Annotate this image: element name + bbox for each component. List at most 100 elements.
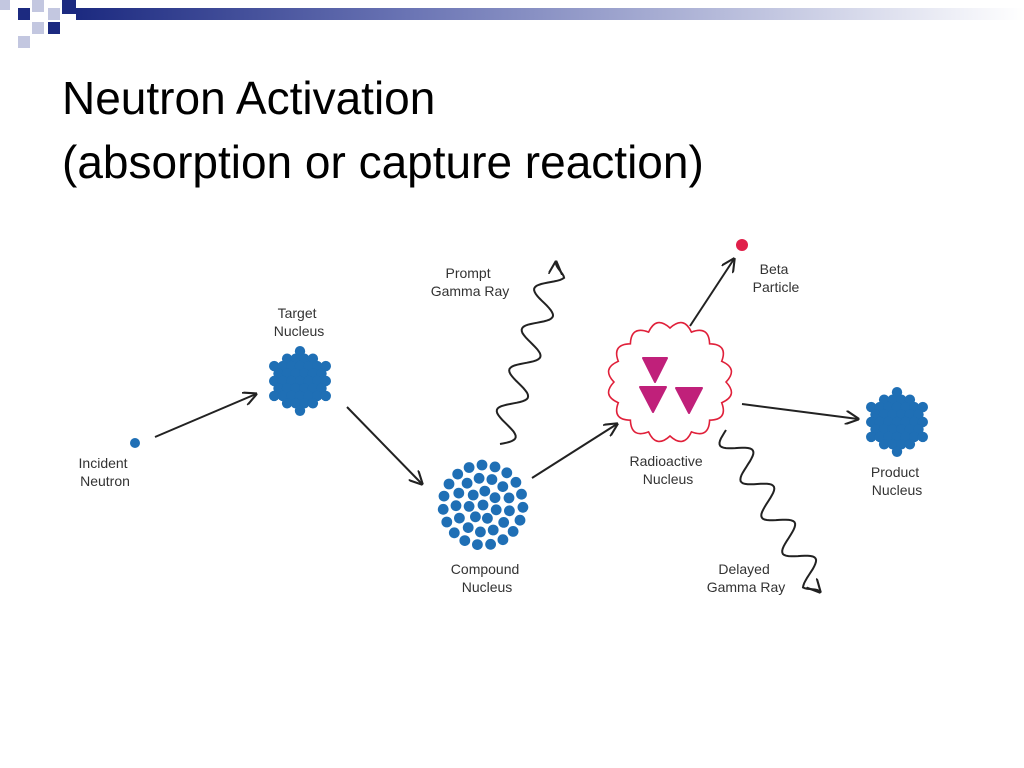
nucleon: [516, 488, 527, 500]
nucleon: [497, 481, 509, 492]
product-nucleus-cluster: [866, 387, 928, 457]
title-bar-square: [48, 22, 60, 34]
nucleon: [904, 439, 916, 450]
nucleon: [507, 526, 519, 537]
nucleon: [281, 398, 293, 409]
radioactive-nucleus-label-line: Radioactive: [629, 453, 702, 469]
incident-neutron-label: Incident Neutron: [79, 455, 132, 489]
nucleon: [878, 439, 890, 450]
nucleon: [503, 492, 515, 504]
target-nucleus-cluster: [269, 346, 331, 416]
title-bar-square: [32, 0, 44, 12]
arrow-radioactive-to-product: [741, 403, 858, 419]
prompt-gamma-ray-label-line: Gamma Ray: [431, 283, 510, 299]
nucleon: [463, 462, 475, 473]
nucleon: [510, 476, 522, 488]
delayed-gamma-ray-label-line: Gamma Ray: [707, 579, 786, 595]
radioactive-nucleus-label-line: Nucleus: [643, 471, 694, 487]
target-nucleus-label: Target Nucleus: [274, 305, 325, 339]
nucleon: [477, 499, 489, 511]
title-bar-square: [0, 0, 10, 10]
nucleon: [472, 539, 483, 550]
nucleon: [517, 501, 529, 513]
beta-particle-label: Beta Particle: [753, 261, 800, 295]
nucleon: [463, 501, 475, 512]
nucleon: [461, 477, 473, 489]
product-nucleus-label-line: Product: [871, 464, 919, 480]
prompt-gamma-ray-label-line: Prompt: [445, 265, 490, 281]
product-nucleus-label: Product Nucleus: [871, 464, 923, 498]
nucleon: [307, 398, 319, 409]
nucleon: [490, 504, 502, 516]
nucleon: [467, 489, 479, 501]
radiation-symbol-blade: [642, 357, 668, 383]
nucleon: [476, 459, 488, 471]
nucleon: [473, 472, 485, 484]
incident-neutron-particle: [130, 438, 140, 448]
compound-nucleus-label-line: Compound: [451, 561, 520, 577]
title-bar-decoration: [0, 0, 1024, 48]
nucleon: [438, 490, 450, 502]
nucleon: [489, 461, 501, 473]
nucleon: [891, 446, 903, 457]
incident-neutron-label-line: Incident: [79, 455, 128, 471]
delayed-gamma-ray-wave: [718, 429, 821, 592]
nucleon: [269, 390, 280, 402]
delayed-gamma-ray-label: Delayed Gamma Ray: [707, 561, 786, 595]
title-bar-gradient: [76, 8, 1024, 20]
arrow-compound-to-radioactive: [531, 424, 617, 479]
nucleon: [498, 517, 510, 528]
nucleon: [462, 522, 474, 533]
radiation-symbol-blade: [639, 386, 667, 413]
arrow-radioactive-to-beta: [689, 259, 734, 327]
nucleon: [514, 514, 526, 526]
incident-neutron-label-line: Neutron: [80, 473, 130, 489]
prompt-gamma-ray-label: Prompt Gamma Ray: [431, 265, 510, 299]
nucleon: [453, 487, 465, 499]
nucleon: [452, 468, 464, 480]
nucleon: [443, 478, 455, 490]
radioactive-nucleus-outline: [607, 321, 733, 443]
radioactive-nucleus-label: Radioactive Nucleus: [629, 453, 706, 487]
nucleon: [448, 527, 460, 539]
slide-title-line-2: (absorption or capture reaction): [62, 136, 704, 188]
nucleon: [459, 535, 471, 546]
delayed-gamma-ray-label-line: Delayed: [718, 561, 769, 577]
beta-particle-label-line: Particle: [753, 279, 800, 295]
nucleon: [441, 516, 453, 528]
target-nucleus-label-line: Target: [278, 305, 317, 321]
nucleon: [489, 492, 501, 504]
nucleon: [479, 485, 491, 497]
title-bar-square: [48, 8, 60, 20]
title-bar-square: [18, 36, 30, 48]
prompt-gamma-ray-wave: [495, 262, 566, 445]
nucleon: [450, 500, 462, 512]
nucleon: [866, 431, 877, 443]
nucleon: [501, 467, 513, 479]
beta-particle-label-line: Beta: [760, 261, 789, 277]
compound-nucleus-cluster: [437, 459, 529, 550]
nucleon: [486, 474, 498, 485]
slide-title-line-1: Neutron Activation: [62, 72, 436, 124]
nucleon: [454, 512, 465, 524]
nucleon: [475, 526, 486, 538]
nucleon: [470, 511, 481, 523]
nucleon: [437, 503, 449, 515]
beta-particle-dot: [736, 239, 748, 251]
title-bar-square: [18, 8, 30, 20]
nucleon: [487, 524, 499, 536]
nucleon: [320, 390, 331, 402]
title-bar-square: [32, 22, 44, 34]
radiation-symbol-blade: [675, 387, 703, 414]
compound-nucleus-label-line: Nucleus: [462, 579, 513, 595]
product-nucleus-label-line: Nucleus: [872, 482, 923, 498]
nucleon: [482, 512, 493, 524]
nucleon: [497, 534, 509, 546]
nucleon: [294, 405, 306, 416]
neutron-activation-diagram: Incident Neutron Target Nucleus Compound…: [79, 239, 928, 595]
title-bar-square: [62, 0, 76, 14]
nucleon: [504, 505, 515, 517]
nucleon: [485, 538, 496, 550]
nucleon: [917, 431, 928, 443]
slide-title: Neutron Activation (absorption or captur…: [62, 66, 704, 194]
